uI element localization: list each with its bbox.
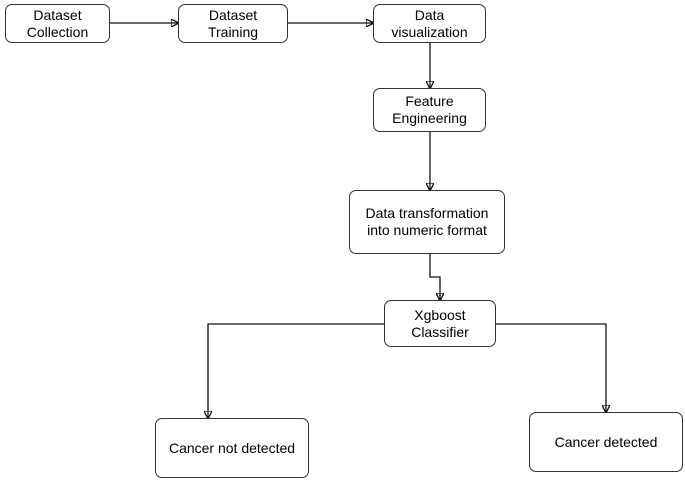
data-visualization-box: Data visualization xyxy=(373,4,486,43)
cancer-not-detected-box: Cancer not detected xyxy=(155,418,309,478)
data-transformation-box: Data transformation into numeric format xyxy=(349,190,505,254)
arrow-transformation-to-xgboost xyxy=(429,254,440,300)
data-transformation-label: Data transformation into numeric format xyxy=(365,205,489,238)
arrow-xgboost-to-not-detected xyxy=(208,323,384,418)
xgboost-classifier-label: Xgboost Classifier xyxy=(411,306,469,340)
dataset-collection-box: Dataset Collection xyxy=(5,4,110,43)
cancer-detected-label: Cancer detected xyxy=(554,433,658,450)
arrow-xgboost-to-detected xyxy=(496,323,606,412)
cancer-not-detected-label: Cancer not detected xyxy=(168,439,296,456)
feature-engineering-label: Feature Engineering xyxy=(392,93,467,126)
dataset-collection-label: Dataset Collection xyxy=(26,6,89,40)
xgboost-classifier-box: Xgboost Classifier xyxy=(384,300,496,347)
dataset-training-label: Dataset Training xyxy=(207,6,259,40)
cancer-detected-box: Cancer detected xyxy=(529,412,683,472)
feature-engineering-box: Feature Engineering xyxy=(373,88,486,132)
data-visualization-label: Data visualization xyxy=(391,6,468,40)
dataset-training-box: Dataset Training xyxy=(178,4,288,43)
